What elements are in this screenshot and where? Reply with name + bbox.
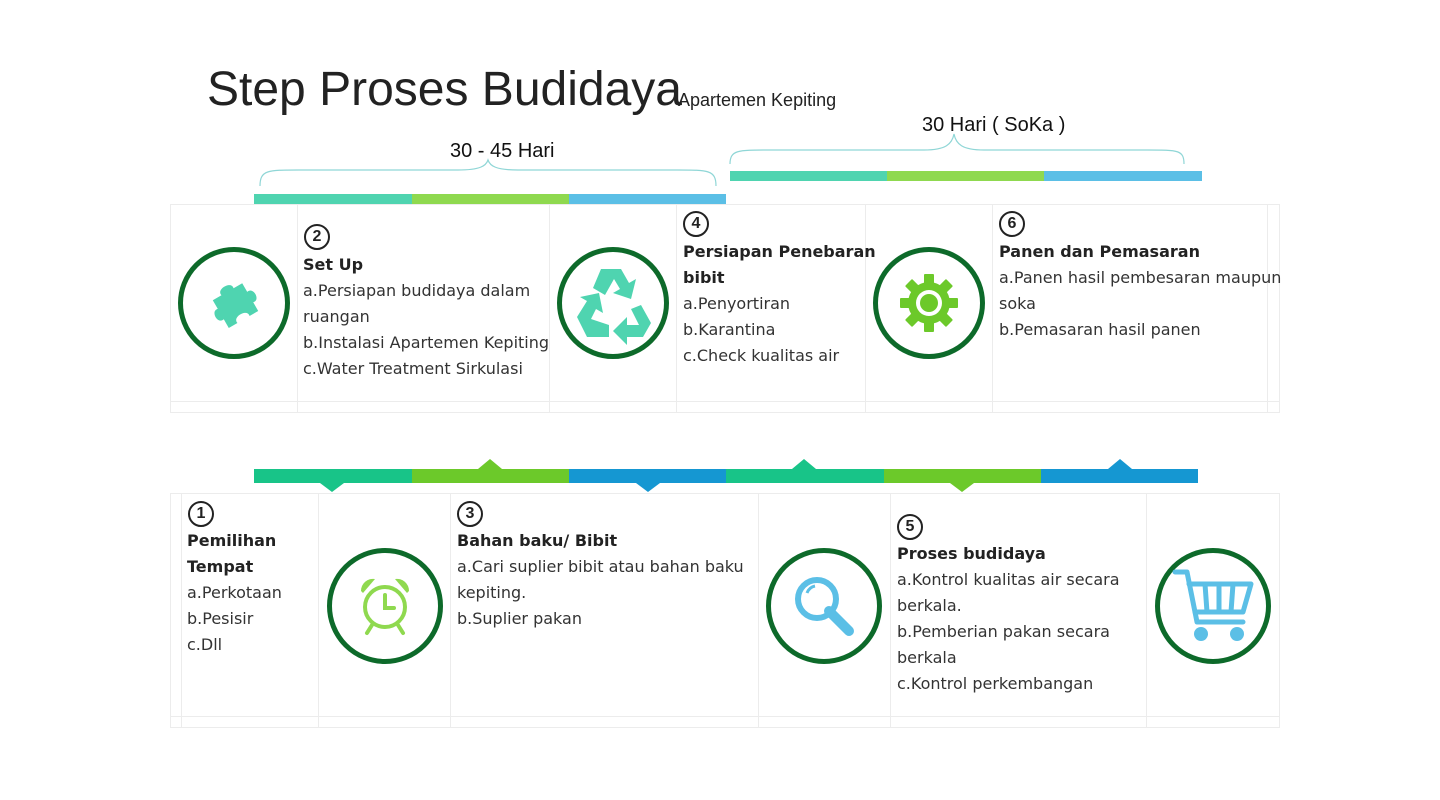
step-2-title: Set Up — [303, 255, 364, 274]
step-6-icon-circle — [873, 247, 985, 359]
step-2-number: 2 — [304, 224, 330, 250]
timeline-strip — [254, 459, 1198, 492]
duration-bar-sky-2 — [1044, 171, 1202, 181]
step-4-item: a.Penyortiran — [683, 294, 791, 313]
step-5-content: Proses budidaya a.Kontrol kualitas air s… — [897, 541, 1120, 697]
top-table-col-divider — [676, 204, 677, 413]
step-2-item: a.Persiapan budidaya dalam — [303, 281, 531, 300]
top-table-col-divider — [297, 204, 298, 413]
step-1-title: Pemilihan — [187, 531, 277, 550]
step-4-item: c.Check kualitas air — [683, 346, 840, 365]
step-5-title: Proses budidaya — [897, 544, 1046, 563]
step-2-item: c.Water Treatment Sirkulasi — [303, 359, 523, 378]
step-2-content: Set Up a.Persiapan budidaya dalam ruanga… — [303, 252, 549, 382]
duration-bar-sky-1 — [569, 194, 726, 204]
magnifier-icon — [795, 577, 854, 636]
duration-label-first: 30 - 45 Hari — [450, 140, 555, 162]
step-3-content: Bahan baku/ Bibit a.Cari suplier bibit a… — [457, 528, 744, 632]
step-1-icon-circle — [327, 548, 443, 664]
step-5-item: b.Pemberian pakan secara — [897, 622, 1110, 641]
step-4-title: bibit — [683, 268, 725, 287]
step-3-item: kepiting. — [457, 583, 527, 602]
step-2-icon-circle — [178, 247, 290, 359]
gear-icon — [900, 274, 958, 332]
step-5-item: berkala — [897, 648, 957, 667]
step-3-number: 3 — [457, 501, 483, 527]
bottom-step-table — [170, 493, 1280, 728]
step-6-number: 6 — [999, 211, 1025, 237]
duration-brace-second — [729, 133, 1185, 165]
step-3-icon-circle — [766, 548, 882, 664]
step-6-item: soka — [999, 294, 1036, 313]
step-6-item: a.Panen hasil pembesaran maupun — [999, 268, 1282, 287]
page-title: Step Proses Budidaya — [207, 63, 682, 116]
step-5-item: a.Kontrol kualitas air secara — [897, 570, 1120, 589]
top-table-col-divider — [549, 204, 550, 413]
step-1-item: b.Pesisir — [187, 609, 254, 628]
recycle-icon — [577, 269, 651, 345]
step-1-item: a.Perkotaan — [187, 583, 282, 602]
step-1-number: 1 — [188, 501, 214, 527]
step-5-icon-circle — [1155, 548, 1271, 664]
bottom-table-col-divider — [758, 493, 759, 728]
duration-bar-lime-1 — [412, 194, 569, 204]
duration-bar-lime-2 — [887, 171, 1044, 181]
step-3-item: b.Suplier pakan — [457, 609, 582, 628]
duration-brace-first — [259, 158, 717, 187]
step-1-item: c.Dll — [187, 635, 223, 654]
step-5-item: c.Kontrol perkembangan — [897, 674, 1094, 693]
step-5-number: 5 — [897, 514, 923, 540]
top-table-divider — [170, 401, 1280, 402]
step-4-icon-circle — [557, 247, 669, 359]
bottom-table-divider — [170, 716, 1280, 717]
alarm-clock-icon — [360, 578, 410, 635]
step-6-title: Panen dan Pemasaran — [999, 242, 1200, 261]
step-4-item: b.Karantina — [683, 320, 776, 339]
step-2-item: ruangan — [303, 307, 370, 326]
bottom-table-col-divider — [1146, 493, 1147, 728]
step-4-title: Persiapan Penebaran — [683, 242, 876, 261]
duration-bar-teal-1 — [254, 194, 412, 204]
step-1-content: Pemilihan Tempat a.Perkotaan b.Pesisir c… — [187, 528, 282, 658]
top-table-col-divider — [992, 204, 993, 413]
page-subtitle: Apartemen Kepiting — [678, 90, 837, 110]
step-6-content: Panen dan Pemasaran a.Panen hasil pembes… — [999, 239, 1281, 343]
bottom-table-col-divider — [450, 493, 451, 728]
duration-bar-teal-2 — [730, 171, 887, 181]
bottom-table-col-divider — [181, 493, 182, 728]
step-3-item: a.Cari suplier bibit atau bahan baku — [457, 557, 744, 576]
step-3-title: Bahan baku/ Bibit — [457, 531, 618, 550]
step-4-number: 4 — [683, 211, 709, 237]
puzzle-icon — [212, 283, 259, 328]
bottom-table-col-divider — [318, 493, 319, 728]
step-2-item: b.Instalasi Apartemen Kepiting — [303, 333, 550, 352]
step-4-content: Persiapan Penebaran bibit a.Penyortiran … — [683, 239, 876, 369]
step-1-title: Tempat — [187, 557, 254, 576]
top-table-col-divider — [865, 204, 866, 413]
top-table-col-divider — [1267, 204, 1268, 413]
step-5-item: berkala. — [897, 596, 962, 615]
step-6-item: b.Pemasaran hasil panen — [999, 320, 1201, 339]
shopping-cart-icon — [1172, 569, 1254, 641]
top-step-table — [170, 204, 1280, 413]
duration-label-second: 30 Hari ( SoKa ) — [922, 114, 1066, 136]
bottom-table-col-divider — [890, 493, 891, 728]
